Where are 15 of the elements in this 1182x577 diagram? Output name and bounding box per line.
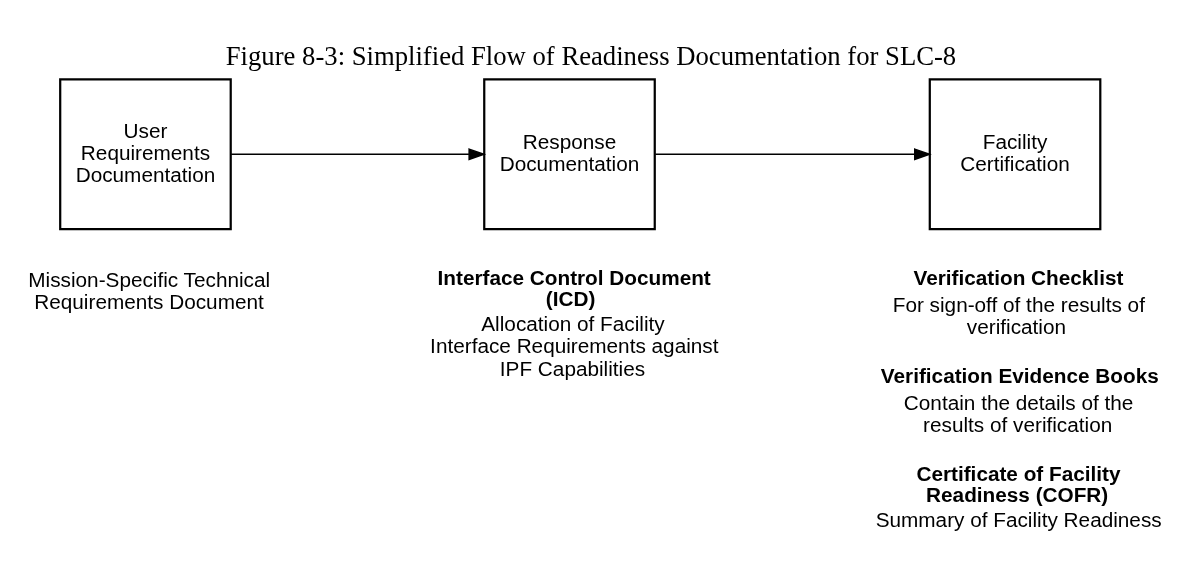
node-label: Verification Checklist bbox=[913, 266, 1124, 290]
node-label: Verification Evidence Books bbox=[880, 363, 1159, 387]
arrow bbox=[230, 148, 487, 161]
node-box: Response Documentation bbox=[483, 78, 656, 231]
arrow bbox=[654, 148, 932, 161]
node-label: Interface Control Document (ICD) bbox=[437, 266, 711, 310]
node-label: For sign-off of the results of verification bbox=[892, 292, 1145, 339]
node-label: Summary of Facility Readiness bbox=[875, 507, 1162, 531]
node-label: Certificate of Facility Readiness (COFR) bbox=[916, 461, 1121, 506]
node-label: Mission-Specific Technical Requirements Document bbox=[28, 267, 271, 313]
node-box: Facility Certification bbox=[928, 78, 1102, 231]
node-label: Contain the details of the results of verification bbox=[903, 390, 1134, 436]
diagram-title: Figure 8-3: Simplified Flow of Readiness Documentation for SLC-8 bbox=[225, 41, 957, 72]
node-label: Allocation of Facility Interface Requirements against IPF Capabilities bbox=[430, 312, 719, 380]
node-box: User Requirements Documentation bbox=[59, 78, 232, 231]
